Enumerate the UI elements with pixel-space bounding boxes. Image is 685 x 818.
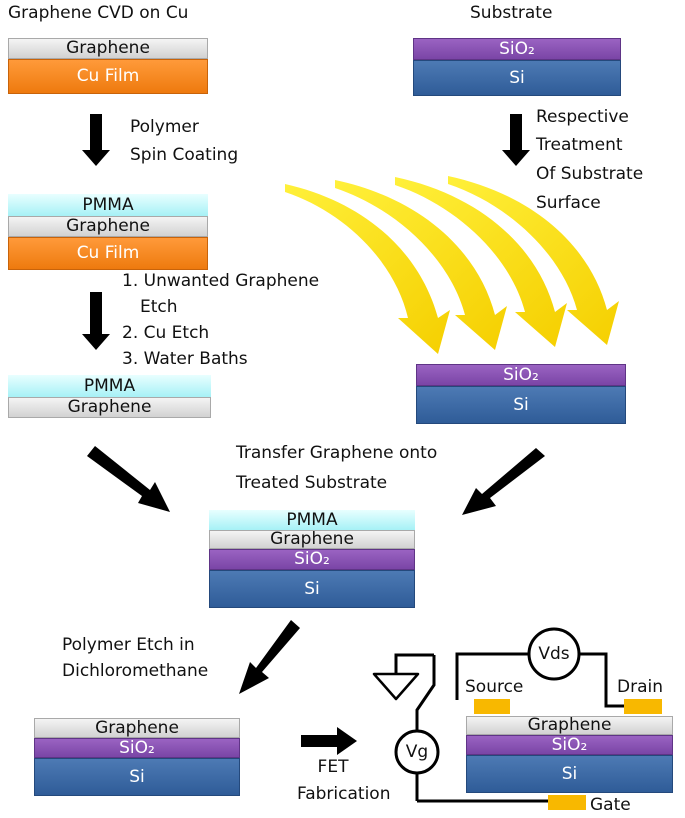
layer-graphene: Graphene	[34, 718, 240, 738]
source-wire	[455, 652, 529, 700]
source-pad	[474, 699, 510, 714]
label-dichloromethane: Dichloromethane	[62, 661, 209, 681]
down-arrow-spin-coating	[82, 114, 110, 166]
layer-graphene: Graphene	[466, 716, 673, 735]
layer-graphene: Graphene	[8, 38, 208, 59]
vg-left-wire	[415, 655, 436, 732]
label-fet: FET	[317, 757, 349, 777]
layer-graphene: Graphene	[8, 397, 211, 418]
layer-graphene: Graphene	[209, 530, 415, 549]
vg-label: Vg	[405, 742, 429, 762]
diagonal-arrow-to-final-stack	[239, 620, 300, 694]
ground-symbol-icon	[372, 672, 420, 701]
layer-cu-film: Cu Film	[8, 237, 208, 270]
label-unwanted-graphene: 1. Unwanted Graphene	[122, 271, 320, 291]
layer-si: Si	[34, 758, 240, 796]
gate-label: Gate	[590, 795, 631, 815]
label-treatment: Treatment	[536, 135, 623, 155]
drain-label: Drain	[617, 677, 663, 697]
layer-pmma: PMMA	[8, 375, 211, 397]
label-polymer-etch: Polymer Etch in	[62, 635, 195, 655]
layer-sio2: SiO₂	[209, 549, 415, 570]
layer-si: Si	[209, 570, 415, 608]
label-polymer: Polymer	[130, 117, 199, 137]
diagonal-arrow-substrate-to-transfer	[462, 448, 545, 515]
layer-sio2: SiO₂	[416, 364, 626, 386]
source-label: Source	[465, 677, 524, 697]
fet-circuit	[372, 627, 624, 803]
yellow-arrow-4	[448, 176, 619, 345]
right-arrow-fet-fabrication	[301, 727, 357, 755]
label-transfer-graphene: Transfer Graphene onto	[236, 443, 438, 463]
ground-wire	[394, 653, 434, 674]
treatment-arrows	[285, 176, 619, 354]
label-fabrication: Fabrication	[297, 784, 391, 804]
layer-sio2: SiO₂	[413, 38, 621, 60]
label-treated-substrate: Treated Substrate	[236, 473, 388, 493]
layer-sio2: SiO₂	[34, 738, 240, 758]
yellow-arrow-1	[285, 184, 450, 354]
vds-circle	[527, 627, 581, 681]
label-spin-coating: Spin Coating	[130, 145, 239, 165]
layer-cu-film: Cu Film	[8, 59, 208, 94]
gate-pad	[548, 795, 586, 810]
layer-pmma: PMMA	[8, 194, 208, 216]
label-of-substrate: Of Substrate	[536, 164, 644, 184]
vds-label: Vds	[538, 644, 570, 664]
layer-graphene: Graphene	[8, 216, 208, 237]
drain-wire	[579, 652, 624, 708]
heading-substrate: Substrate	[470, 3, 553, 23]
down-arrow-etch	[82, 292, 110, 350]
layer-si: Si	[466, 755, 673, 793]
label-etch: Etch	[140, 297, 178, 317]
yellow-arrow-3	[395, 177, 567, 347]
label-surface: Surface	[536, 193, 601, 213]
vg-circle	[394, 729, 440, 775]
label-water-baths: 3. Water Baths	[122, 349, 248, 369]
label-respective: Respective	[536, 107, 629, 127]
diagonal-arrow-graphene-to-transfer	[87, 446, 170, 512]
heading-graphene-cvd: Graphene CVD on Cu	[8, 3, 189, 23]
layer-si: Si	[413, 60, 621, 96]
down-arrow-substrate-treatment	[502, 114, 530, 166]
layer-sio2: SiO₂	[466, 735, 673, 755]
drain-pad	[624, 699, 662, 714]
yellow-arrow-2	[335, 180, 507, 350]
label-cu-etch: 2. Cu Etch	[122, 323, 210, 343]
layer-si: Si	[416, 386, 626, 424]
layer-pmma: PMMA	[209, 510, 415, 530]
